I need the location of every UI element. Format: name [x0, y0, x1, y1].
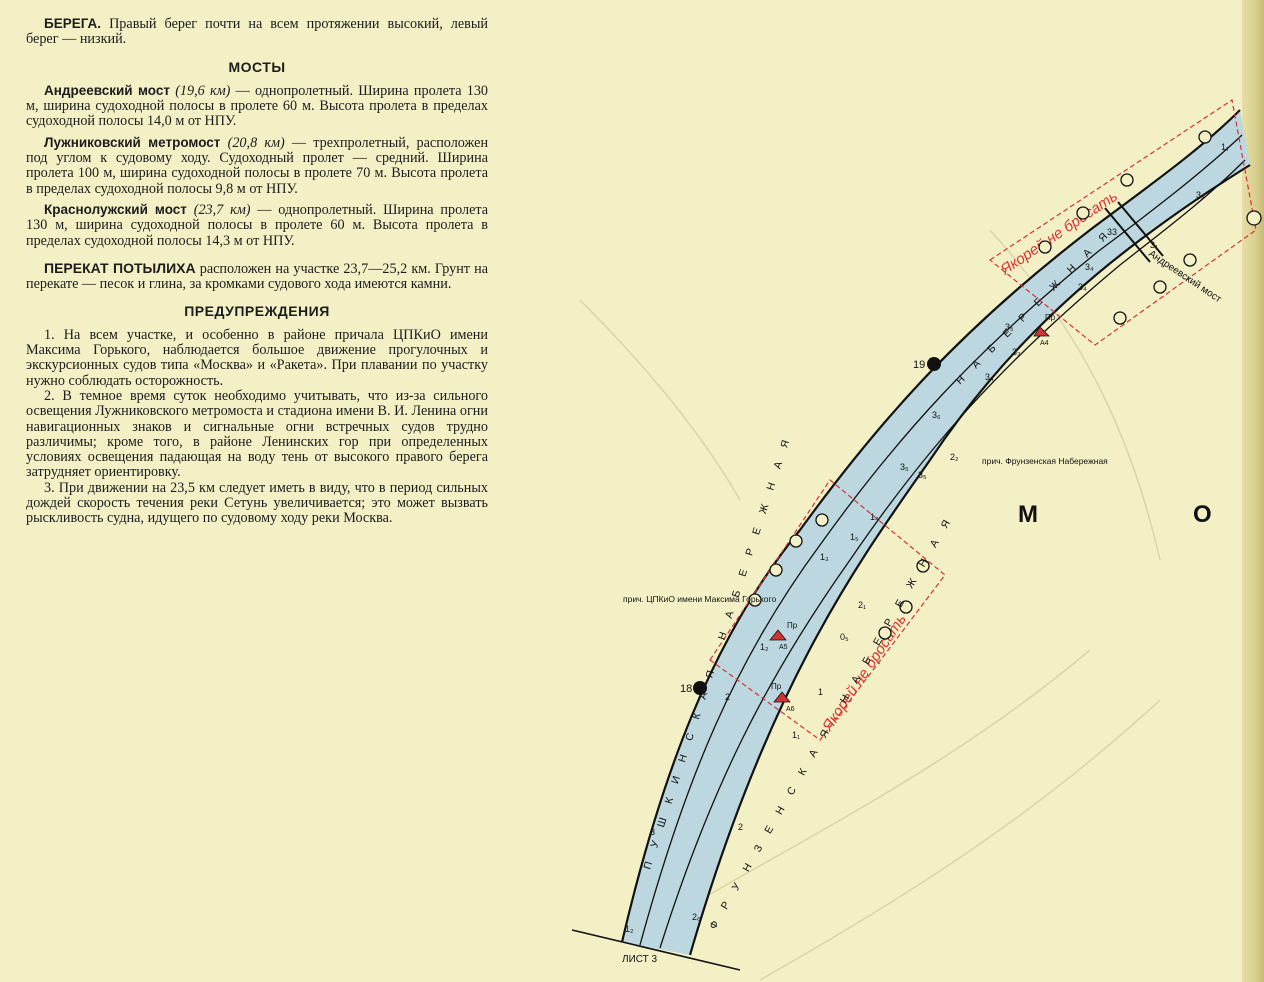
- bridge-body: — однопролетный. Ширина пролета 130 м, ш…: [26, 201, 489, 249]
- bridge-andreevsky: Андреевский мост (19,6 км) — однопролетн…: [26, 83, 488, 130]
- bridge-km: (23,7 км): [193, 201, 251, 218]
- warning-2: 2. В темное время суток необходимо учиты…: [26, 387, 488, 481]
- svg-text:3₅: 3₅: [918, 470, 927, 480]
- shores-body: Правый берег почти на всем протяжении вы…: [26, 16, 489, 48]
- svg-text:1₂: 1₂: [760, 642, 769, 652]
- bridge-body: — однопролетный. Ширина пролета 130 м, ш…: [26, 82, 489, 130]
- rift-heading: ПЕРЕКАТ ПОТЫЛИХА: [44, 259, 196, 276]
- bridge-km: (20,8 км): [227, 134, 285, 151]
- warnings-heading: ПРЕДУПРЕЖДЕНИЯ: [184, 303, 330, 320]
- pier-gorky-label: прич. ЦПКиО имени Максима Горького: [623, 594, 776, 604]
- fairway-left-edge: [639, 134, 1243, 946]
- svg-text:1₃: 1₃: [820, 552, 829, 562]
- warning-3: 3. При движении на 23,5 км следует иметь…: [26, 479, 488, 527]
- svg-text:3₆: 3₆: [932, 410, 941, 420]
- page-edge: [1242, 0, 1264, 982]
- km-post-19: 19: [913, 357, 941, 371]
- depth-marks-left: 33 3₄ 3₅ 3₄ 3₆ 3₅ 1₄ 1₃ 1₂ 2 3 1₂: [625, 227, 1117, 934]
- pier-frunze-label: прич. Фрунзенская Набережная: [982, 456, 1108, 466]
- pier-mark: Пр: [1045, 313, 1056, 322]
- depth-marks-right: 3₃ 3₁ 3₄ 3₃ 3₅ 2₂ 1₅ 2₁ 0₅ 1 1₁ 2 1₇ 2₆: [692, 142, 1229, 922]
- svg-text:1₁: 1₁: [792, 730, 800, 740]
- city-letter: М: [1018, 501, 1038, 528]
- svg-text:1₂: 1₂: [625, 924, 634, 934]
- shores-paragraph: БЕРЕГА. Правый берег почти на всем протя…: [26, 16, 488, 48]
- pier-mark: Пр: [787, 621, 798, 630]
- svg-text:3₄: 3₄: [1085, 262, 1094, 272]
- km-post-18: 18: [680, 681, 707, 695]
- text-column: БЕРЕГА. Правый берег почти на всем протя…: [26, 16, 488, 527]
- fairway-right-edge: [659, 159, 1246, 949]
- svg-text:0₅: 0₅: [840, 632, 849, 642]
- svg-text:3₄: 3₄: [1078, 282, 1087, 292]
- svg-text:3₃: 3₃: [1196, 190, 1205, 200]
- nav-signs: [748, 130, 1262, 640]
- svg-text:2₆: 2₆: [692, 912, 701, 922]
- right-shore-line: [688, 164, 1251, 956]
- pier-code: А5: [779, 644, 788, 651]
- andreevsky-bridge: [1104, 201, 1164, 263]
- rift-body: расположен на участке 23,7—25,2 км. Грун…: [26, 260, 488, 293]
- bridge-krasnoluzhsky: Краснолужский мост (23,7 км) — однопроле…: [26, 202, 488, 249]
- svg-text:2: 2: [725, 692, 730, 702]
- svg-text:2₂: 2₂: [950, 452, 959, 462]
- svg-text:3₄: 3₄: [985, 372, 994, 382]
- bridge-luzhniki: Лужниковский метромост (20,8 км) — трехп…: [26, 135, 488, 197]
- rift-paragraph: ПЕРЕКАТ ПОТЫЛИХА расположен на участке 2…: [26, 259, 488, 293]
- bridge-name: Лужниковский метромост: [44, 134, 221, 150]
- bridges-heading: МОСТЫ: [228, 58, 286, 75]
- bridge-name: Краснолужский мост: [44, 201, 187, 217]
- pier-code: А6: [786, 706, 795, 713]
- svg-text:1₅: 1₅: [850, 532, 859, 542]
- svg-text:2: 2: [738, 822, 743, 832]
- svg-text:1₄: 1₄: [870, 512, 879, 522]
- svg-text:ЛИСТ 3: ЛИСТ 3: [622, 954, 658, 965]
- river-water: [622, 110, 1250, 955]
- bridge-body: — трехпролетный, расположен под углом к …: [26, 134, 489, 197]
- svg-text:3₁: 3₁: [1150, 240, 1158, 250]
- shores-heading: БЕРЕГА.: [44, 16, 102, 31]
- svg-text:1: 1: [818, 687, 823, 697]
- bridge-name: Андреевский мост: [44, 82, 170, 98]
- sheet-boundary: ЛИСТ 3: [571, 929, 741, 971]
- warning-1: 1. На всем участке, и особенно в районе …: [26, 326, 488, 389]
- left-shore-line: [620, 109, 1241, 943]
- svg-text:2₁: 2₁: [858, 600, 866, 610]
- city-letter: О: [1193, 501, 1212, 528]
- svg-text:1₇: 1₇: [1221, 142, 1229, 152]
- pier-markers: [769, 326, 1050, 703]
- background-streets: [579, 229, 1161, 981]
- svg-text:19: 19: [913, 359, 925, 371]
- bridge-km: (19,6 км): [175, 82, 231, 99]
- pier-code: А4: [1040, 340, 1049, 347]
- svg-text:3₅: 3₅: [1005, 322, 1014, 332]
- svg-text:33: 33: [1107, 227, 1117, 237]
- svg-text:3₃: 3₃: [1012, 347, 1021, 357]
- svg-text:18: 18: [680, 683, 692, 695]
- pier-mark: Пр: [771, 682, 782, 691]
- svg-text:3₅: 3₅: [900, 462, 909, 472]
- svg-text:3: 3: [650, 827, 655, 837]
